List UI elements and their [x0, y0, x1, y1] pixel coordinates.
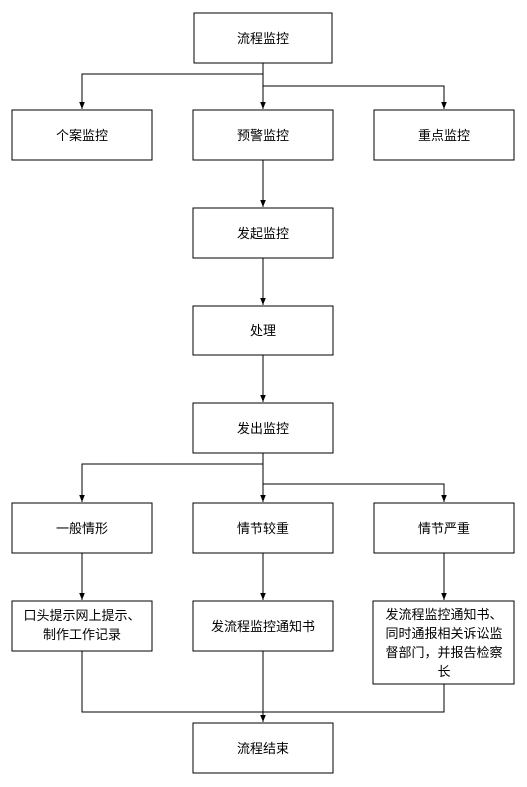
- node-process-label: 处理: [250, 324, 276, 339]
- node-issue-label: 发出监控: [237, 421, 289, 437]
- node-general: 一般情形: [11, 502, 153, 554]
- node-process: 处理: [192, 305, 334, 356]
- node-action-serious-line-2: 同时通报相关诉讼监: [385, 627, 502, 642]
- node-action-serious-line-3: 督部门，并报告检察: [385, 646, 502, 661]
- arrow-start-to-case: [79, 73, 263, 109]
- arrow-start-to-key: [263, 85, 447, 109]
- node-action-general-line-1: 口头提示网上提示、: [23, 608, 140, 624]
- node-action-serious-line-1: 发流程监控通知书、: [385, 607, 502, 623]
- node-action-serious-line-4: 长: [437, 665, 450, 680]
- node-warning-label: 预警监控: [237, 128, 289, 144]
- node-action-moderate: 发流程监控通知书: [192, 600, 334, 652]
- node-end: 流程结束: [192, 722, 334, 774]
- node-action-moderate-label: 发流程监控通知书: [211, 619, 315, 635]
- arrow-issue-to-serious: [263, 483, 447, 502]
- node-initiate-label: 发起监控: [237, 226, 289, 242]
- node-case: 个案监控: [11, 109, 153, 161]
- node-action-general-line-2: 制作工作记录: [43, 628, 121, 643]
- node-moderate-label: 情节较重: [237, 521, 289, 537]
- node-action-general: 口头提示网上提示、 制作工作记录: [11, 600, 153, 652]
- node-issue: 发出监控: [192, 402, 334, 454]
- node-serious: 情节严重: [373, 502, 515, 554]
- node-general-label: 一般情形: [56, 521, 108, 537]
- node-start: 流程监控: [193, 12, 333, 64]
- arrow-issue-to-general: [79, 463, 263, 502]
- node-serious-label: 情节严重: [418, 521, 470, 537]
- node-moderate: 情节较重: [192, 502, 334, 554]
- node-warning: 预警监控: [192, 109, 334, 161]
- node-key-label: 重点监控: [418, 128, 470, 144]
- node-action-serious: 发流程监控通知书、 同时通报相关诉讼监 督部门，并报告检察 长: [372, 600, 515, 685]
- line-serious-to-end: [263, 684, 445, 713]
- node-end-label: 流程结束: [237, 742, 289, 757]
- connectors: [79, 63, 447, 722]
- node-start-label: 流程监控: [237, 32, 289, 47]
- node-initiate: 发起监控: [192, 207, 334, 259]
- node-case-label: 个案监控: [56, 129, 108, 144]
- node-key: 重点监控: [373, 109, 515, 161]
- line-general-to-end: [81, 651, 263, 713]
